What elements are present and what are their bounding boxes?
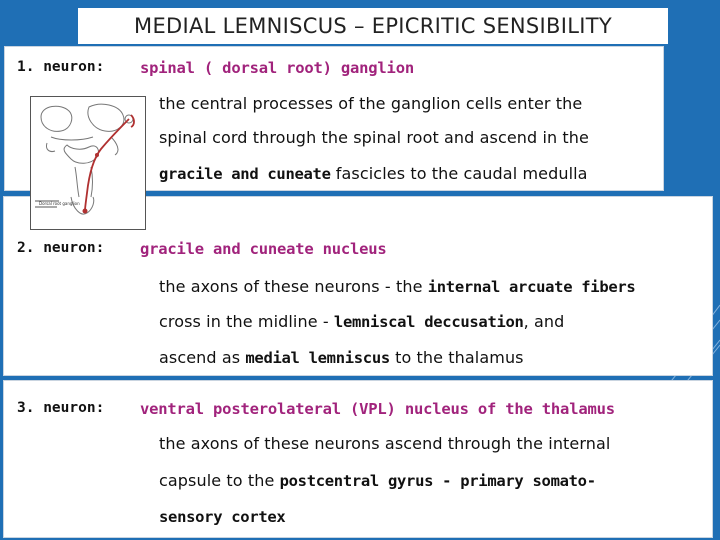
neuron-1-label: 1. neuron: [17, 59, 105, 75]
neuron-2-line-2-start: cross in the midline - [159, 312, 334, 331]
page-title: MEDIAL LEMNISCUS – EPICRITIC SENSIBILITY [78, 8, 668, 44]
emphasis-internal-arcuate: internal arcuate fibers [427, 278, 636, 296]
neuron-2-line-1-start: the axons of these neurons - the [159, 277, 428, 296]
neuron-2-line-3-start: ascend as [159, 348, 246, 367]
neuron-2-line-3: ascend as medial lemniscus to the thalam… [159, 348, 524, 367]
neuron-3-heading: ventral posterolateral (VPL) nucleus of … [140, 400, 615, 418]
pathway-diagram: Dorsal root ganglion [30, 96, 146, 230]
neuron-2-line-3-rest: to the thalamus [389, 348, 524, 367]
emphasis-sensory-cortex: sensory cortex [159, 508, 286, 526]
neuron-3-line-3: sensory cortex [159, 507, 286, 526]
neuron-2-line-2-rest: , and [523, 312, 565, 331]
neuron-2-line-2: cross in the midline - lemniscal deccusa… [159, 312, 564, 331]
neuron-2-label: 2. neuron: [17, 240, 105, 256]
diagram-label: Dorsal root ganglion [39, 201, 80, 206]
neuron-1-heading: spinal ( dorsal root) ganglion [140, 59, 414, 77]
emphasis-gracile-cuneate: gracile and cuneate [159, 165, 331, 183]
neuron-3-label: 3. neuron: [17, 400, 105, 416]
neuron-2-line-1: the axons of these neurons - the interna… [159, 277, 636, 296]
emphasis-postcentral-gyrus: postcentral gyrus - primary somato- [279, 472, 596, 490]
neuron-3-line-2-start: capsule to the [159, 471, 280, 490]
neuron-3-line-2: capsule to the postcentral gyrus - prima… [159, 471, 596, 490]
neuron-3-panel: 3. neuron: ventral posterolateral (VPL) … [3, 380, 713, 538]
neuron-1-line-3: gracile and cuneate fascicles to the cau… [159, 164, 588, 183]
neuron-3-line-1: the axons of these neurons ascend throug… [159, 434, 611, 453]
page-title-text: MEDIAL LEMNISCUS – EPICRITIC SENSIBILITY [134, 14, 612, 38]
neuron-2-heading: gracile and cuneate nucleus [140, 240, 387, 258]
spinal-pathway-sketch: Dorsal root ganglion [35, 103, 135, 215]
emphasis-lemniscal-deccusation: lemniscal deccusation [333, 313, 524, 331]
emphasis-medial-lemniscus: medial lemniscus [245, 349, 390, 367]
neuron-1-line-1: the central processes of the ganglion ce… [159, 94, 583, 113]
neuron-2-panel: 2. neuron: gracile and cuneate nucleus t… [3, 196, 713, 376]
neuron-1-line-3-rest: fascicles to the caudal medulla [330, 164, 588, 183]
neuron-1-line-2: spinal cord through the spinal root and … [159, 128, 589, 147]
